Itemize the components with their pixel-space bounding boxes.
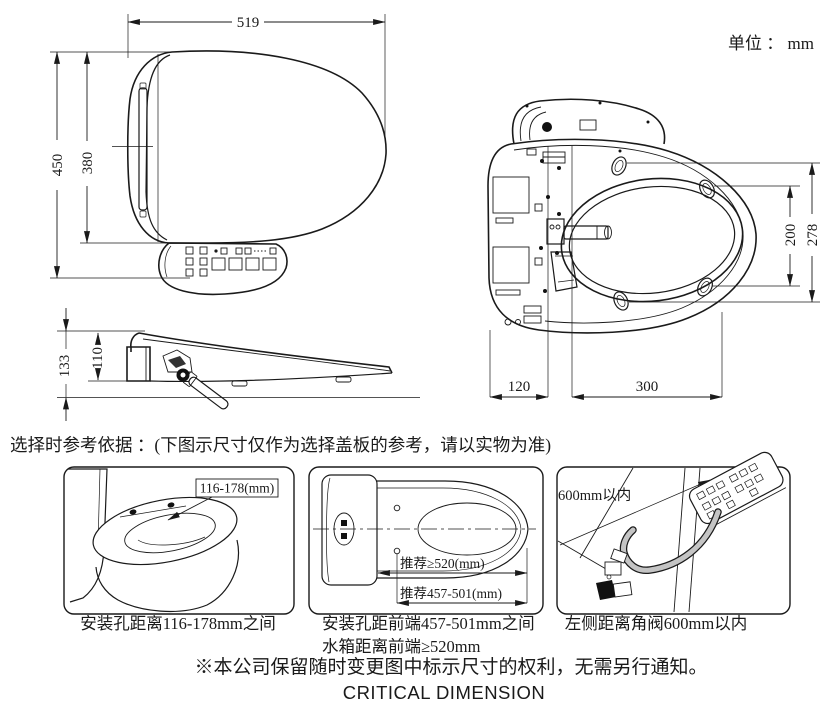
- top-view-drawing: 519 450 380: [50, 14, 387, 296]
- drawing-title: CRITICAL DIMENSION: [343, 682, 546, 703]
- bottom-view-drawing: 单位 ： mm: [487, 34, 821, 401]
- dim-label-278: 278: [805, 224, 821, 247]
- mounting-bracket-details: [492, 148, 566, 326]
- seat-control-pod: [158, 242, 288, 296]
- caption-front-distance-1: 安装孔距前端457-501mm之间: [322, 614, 535, 633]
- panel-hole-distance: 116-178(mm) 安装孔距离116-178mm之间: [63, 466, 295, 633]
- callout-valve-distance: 600mm以内: [558, 487, 631, 504]
- caption-hole-distance: 安装孔距离116-178mm之间: [80, 614, 276, 633]
- disclaimer-note: ※本公司保留随时变更图中标示尺寸的权利，无需另行通知。: [194, 656, 707, 678]
- dim-278-200: 278 200: [627, 162, 821, 303]
- callout-hole-distance: 116-178(mm): [200, 481, 275, 496]
- dim-label-380: 380: [80, 152, 96, 175]
- reference-note: 选择时参考依据 ：(下图示尺寸仅作为选择盖板的参考，请以实物为准): [10, 435, 551, 455]
- screw-dots: [539, 159, 561, 293]
- caption-front-distance-2: 水箱距离前端≥520mm: [322, 637, 481, 656]
- dim-519: 519: [127, 14, 386, 140]
- seat-bumpers: [611, 156, 715, 311]
- panel-valve-distance: 600mm以内 左侧距离角阀600mm以内: [556, 451, 791, 633]
- caption-valve-distance: 左侧距离角阀600mm以内: [565, 614, 747, 633]
- dim-label-200: 200: [783, 224, 799, 247]
- dim-label-450: 450: [50, 154, 66, 177]
- unit-label: 单位 ： mm: [728, 34, 814, 53]
- remote-control-panel: [688, 451, 787, 530]
- control-buttons: [185, 246, 277, 277]
- dim-133-110: 133 110: [57, 308, 420, 421]
- side-view-drawing: 133 110: [57, 308, 420, 421]
- callout-holes-distance: 推荐457-501(mm): [400, 586, 502, 601]
- dim-label-300: 300: [636, 379, 659, 395]
- callout-tank-distance: 推荐≥520(mm): [400, 556, 485, 571]
- water-hose: [621, 509, 721, 573]
- water-inlet-fitting: [546, 218, 612, 292]
- angle-valve: [596, 548, 633, 600]
- dim-label-120: 120: [508, 379, 531, 395]
- dim-label-519: 519: [237, 15, 260, 31]
- panel-front-distance: 推荐≥520(mm) 推荐457-501(mm) 安装孔距前端457-501mm…: [308, 466, 544, 656]
- dim-450-380: 450 380: [50, 51, 236, 279]
- dim-label-133: 133: [57, 355, 73, 378]
- dim-120-300: 120 300: [489, 312, 723, 401]
- side-hose: [182, 371, 229, 410]
- dim-label-110: 110: [90, 347, 106, 369]
